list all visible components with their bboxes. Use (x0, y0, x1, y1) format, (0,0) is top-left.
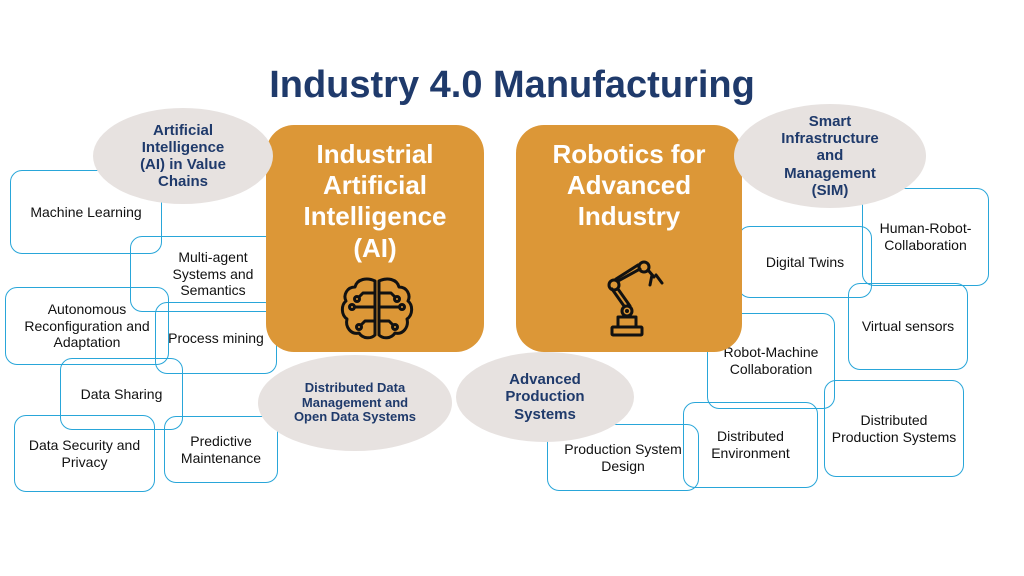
ellipse-smart-infrastructure: Smart Infrastructure and Management (SIM… (734, 104, 926, 208)
box-machine-learning: Machine Learning (10, 170, 162, 254)
box-label: Machine Learning (30, 203, 142, 220)
box-robot-machine-collaboration: Robot-Machine Collaboration (707, 313, 835, 409)
box-autonomous-reconfiguration: Autonomous Reconfiguration and Adaptatio… (5, 287, 169, 365)
ellipse-label: Smart Infrastructure and Management (SIM… (781, 112, 879, 199)
ellipse-label: Distributed Data Management and Open Dat… (293, 379, 417, 425)
pillar-robotics: Robotics for Advanced Industry (516, 125, 742, 352)
pillar-label: Robotics for Advanced Industry (552, 139, 706, 232)
ellipse-distributed-data: Distributed Data Management and Open Dat… (258, 355, 452, 451)
ellipse-label: Advanced Production Systems (505, 371, 585, 423)
page-title: Industry 4.0 Manufacturing (269, 64, 755, 106)
robot-arm-icon (607, 260, 664, 337)
ellipse-advanced-production: Advanced Production Systems (456, 352, 634, 442)
box-label: Digital Twins (765, 253, 845, 270)
box-distributed-environment: Distributed Environment (683, 402, 818, 488)
box-distributed-production-systems: Distributed Production Systems (824, 380, 964, 477)
box-data-security: Data Security and Privacy (14, 415, 155, 492)
circuit-brain-icon (340, 277, 414, 340)
box-label: Multi-agent Systems and Semantics (172, 249, 254, 299)
box-label: Distributed Production Systems (831, 411, 957, 445)
box-human-robot-collaboration: Human-Robot-Collaboration (862, 188, 989, 286)
box-label: Human-Robot-Collaboration (879, 220, 972, 253)
box-label: Predictive Maintenance (180, 432, 262, 466)
box-data-sharing: Data Sharing (60, 358, 183, 430)
box-predictive-maintenance: Predictive Maintenance (164, 416, 278, 483)
pillar-industrial-ai: Industrial Artificial Intelligence (AI) (266, 125, 484, 352)
box-production-system-design: Production System Design (547, 424, 699, 491)
pillar-label: Industrial Artificial Intelligence (AI) (303, 139, 447, 263)
box-label: Distributed Environment (711, 428, 790, 461)
ellipse-ai-value-chains: Artificial Intelligence (AI) in Value Ch… (93, 108, 273, 204)
box-label: Robot-Machine Collaboration (723, 344, 819, 377)
box-label: Process mining (168, 329, 264, 346)
box-virtual-sensors: Virtual sensors (848, 283, 968, 370)
box-label: Data Security and Privacy (28, 436, 141, 470)
box-label: Autonomous Reconfiguration and Adaptatio… (24, 301, 150, 351)
box-label: Data Sharing (80, 385, 163, 402)
ellipse-label: Artificial Intelligence (AI) in Value Ch… (140, 121, 226, 191)
box-multi-agent: Multi-agent Systems and Semantics (130, 236, 280, 312)
box-label: Virtual sensors (861, 318, 955, 335)
box-label: Production System Design (564, 440, 682, 474)
